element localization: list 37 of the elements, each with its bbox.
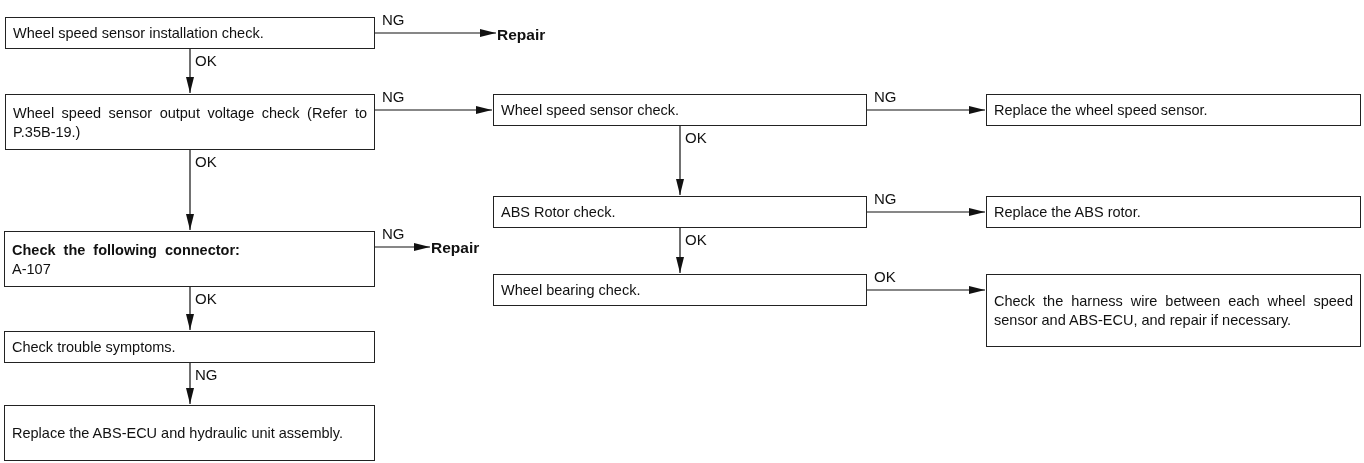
arrow [866,286,986,294]
process-box [986,274,1361,347]
arrow [374,29,497,37]
box-heading: Check the following connector: [12,240,241,260]
process-box [986,94,1361,126]
process-box [493,196,867,228]
result-text: Repair [431,239,480,257]
process-box [4,231,375,287]
box-text: Wheel speed sensor check. [501,101,681,120]
box-text: A-107 [12,259,52,279]
box-text: Wheel speed sensor installation check. [13,24,265,43]
process-box [493,94,867,126]
box-text: Wheel bearing check. [501,281,642,300]
process-box [4,331,375,363]
arrow [676,227,684,274]
arrow [186,48,194,94]
box-text: Wheel speed sensor output voltage check (Refer to P.35B-19.) [13,103,367,142]
arrow [186,149,194,231]
box-text: Replace the ABS rotor. [994,203,1142,222]
process-box [5,17,375,49]
arrow [186,286,194,331]
box-text: ABS Rotor check. [501,203,617,222]
arrow [374,106,493,114]
box-text: Replace the ABS-ECU and hydraulic unit assembly. [12,424,344,443]
arrow [866,106,986,114]
arrow [374,243,431,251]
box-text: Check trouble symptoms. [12,338,177,357]
result-text: Repair [497,26,546,44]
arrow [866,208,986,216]
process-box [4,405,375,461]
arrow [186,362,194,405]
box-text: Replace the wheel speed sensor. [994,101,1209,120]
process-box [5,94,375,150]
process-box [986,196,1361,228]
process-box [493,274,867,306]
box-text: Check the harness wire between each wheel speed sensor and ABS-ECU, and repair if necessary. [994,292,1353,330]
arrow [676,125,684,196]
